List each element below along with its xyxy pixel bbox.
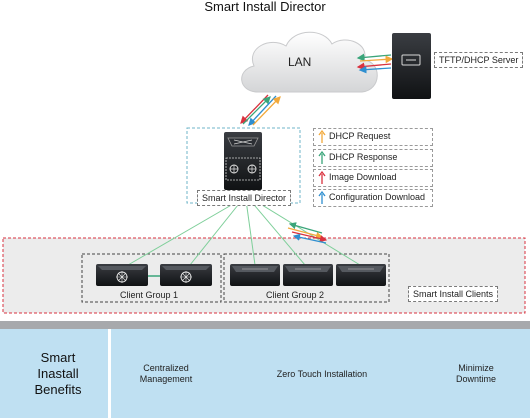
director-frame: [186, 127, 301, 204]
legend-item-dhcp-response: DHCP Response: [313, 149, 433, 167]
client-group-2-frame: [223, 253, 390, 303]
client-group-1-label: Client Group 1: [120, 290, 179, 300]
legend-label: DHCP Request: [329, 131, 391, 141]
client-group-1-switches: [96, 264, 212, 286]
director-link-arrows: [240, 94, 281, 126]
client-switch: [283, 264, 333, 286]
legend-label: Configuration Download: [329, 192, 426, 202]
client-arrows: [287, 222, 328, 244]
benefits-divider: [108, 329, 111, 418]
client-switch: [336, 264, 386, 286]
arrow-up-icon: [318, 151, 326, 164]
arrow-up-icon: [318, 191, 326, 204]
benefit-centralized-management: Centralized Management: [139, 363, 193, 384]
benefits-heading: Smart Inastall Benefits: [34, 350, 82, 397]
smart-install-clients-label: Smart Install Clients: [408, 286, 499, 302]
client-switch: [96, 264, 148, 286]
client-switch: [160, 264, 212, 286]
client-group-1-frame: [81, 253, 222, 303]
legend-label: DHCP Response: [329, 152, 398, 162]
benefit-zero-touch-installation: Zero Touch Installation: [276, 369, 368, 379]
lan-cloud: [241, 31, 378, 93]
legend-item-configuration-download: Configuration Download: [313, 189, 433, 207]
server-device: [392, 33, 431, 99]
server-link-arrows: [356, 53, 394, 74]
legend-label: Image Download: [329, 172, 397, 182]
server-label: TFTP/DHCP Server: [434, 52, 524, 68]
arrow-up-icon: [318, 130, 326, 143]
legend-item-image-download: Image Download: [313, 169, 433, 187]
client-group-2-switches: [230, 264, 386, 286]
client-group-2-label: Client Group 2: [266, 290, 325, 300]
arrow-up-icon: [318, 171, 326, 184]
director-switch: [224, 132, 262, 190]
lan-label: LAN: [288, 55, 312, 69]
legend-item-dhcp-request: DHCP Request: [313, 128, 433, 146]
client-switch: [230, 264, 280, 286]
diagram-title: Smart Install Director: [204, 0, 326, 14]
director-label: Smart Install Director: [197, 190, 292, 206]
benefits-band: [0, 329, 530, 418]
separator-bar: [0, 321, 530, 329]
network-diagram: [2, 31, 526, 314]
benefit-minimize-downtime: Minimize Downtime: [455, 363, 496, 384]
